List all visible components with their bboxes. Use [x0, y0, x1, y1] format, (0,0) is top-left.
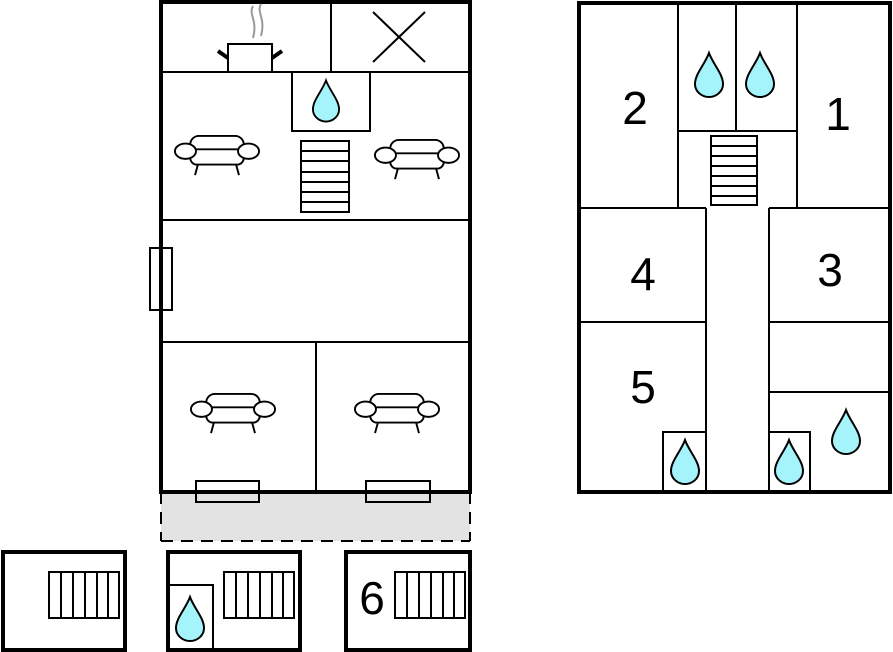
- room-label-4: 4: [630, 248, 656, 300]
- room-label-1: 1: [825, 88, 851, 140]
- water-drop-icon: [745, 51, 775, 99]
- cooking-pot-icon: [216, 3, 284, 73]
- sofa-icon: [174, 134, 260, 177]
- outbuildings: 6: [1, 550, 472, 652]
- water-drop-icon: [694, 51, 724, 99]
- ground-floor: [149, 0, 472, 542]
- room-label-5: 5: [630, 361, 656, 413]
- window: [365, 480, 431, 503]
- radiator-icon: [223, 571, 295, 619]
- sofa-icon: [354, 392, 440, 435]
- water-drop-icon: [670, 438, 700, 486]
- room-label-6: 6: [359, 572, 385, 624]
- empty-space-x-icon: [372, 11, 426, 63]
- stairs-icon: [710, 135, 758, 206]
- door: [149, 247, 173, 311]
- room-label-3: 3: [817, 244, 843, 296]
- radiator-icon: [48, 571, 120, 619]
- outer-wall: [577, 1, 892, 494]
- sofa-icon: [374, 138, 460, 181]
- terrace: [161, 492, 470, 541]
- outbuilding-1: [1, 550, 127, 652]
- window: [195, 480, 260, 503]
- stairs-icon: [300, 140, 350, 213]
- outbuilding-3: [344, 550, 472, 652]
- sofa-icon: [190, 392, 276, 435]
- water-drop-icon: [175, 595, 205, 643]
- fireplace: [291, 71, 371, 132]
- upper-floor: 2 1 4 3 5: [577, 1, 892, 494]
- radiator-icon: [394, 571, 466, 619]
- water-drop-icon: [831, 408, 861, 456]
- room-label-2: 2: [622, 82, 648, 134]
- water-drop-icon: [312, 79, 340, 123]
- water-drop-icon: [774, 438, 804, 486]
